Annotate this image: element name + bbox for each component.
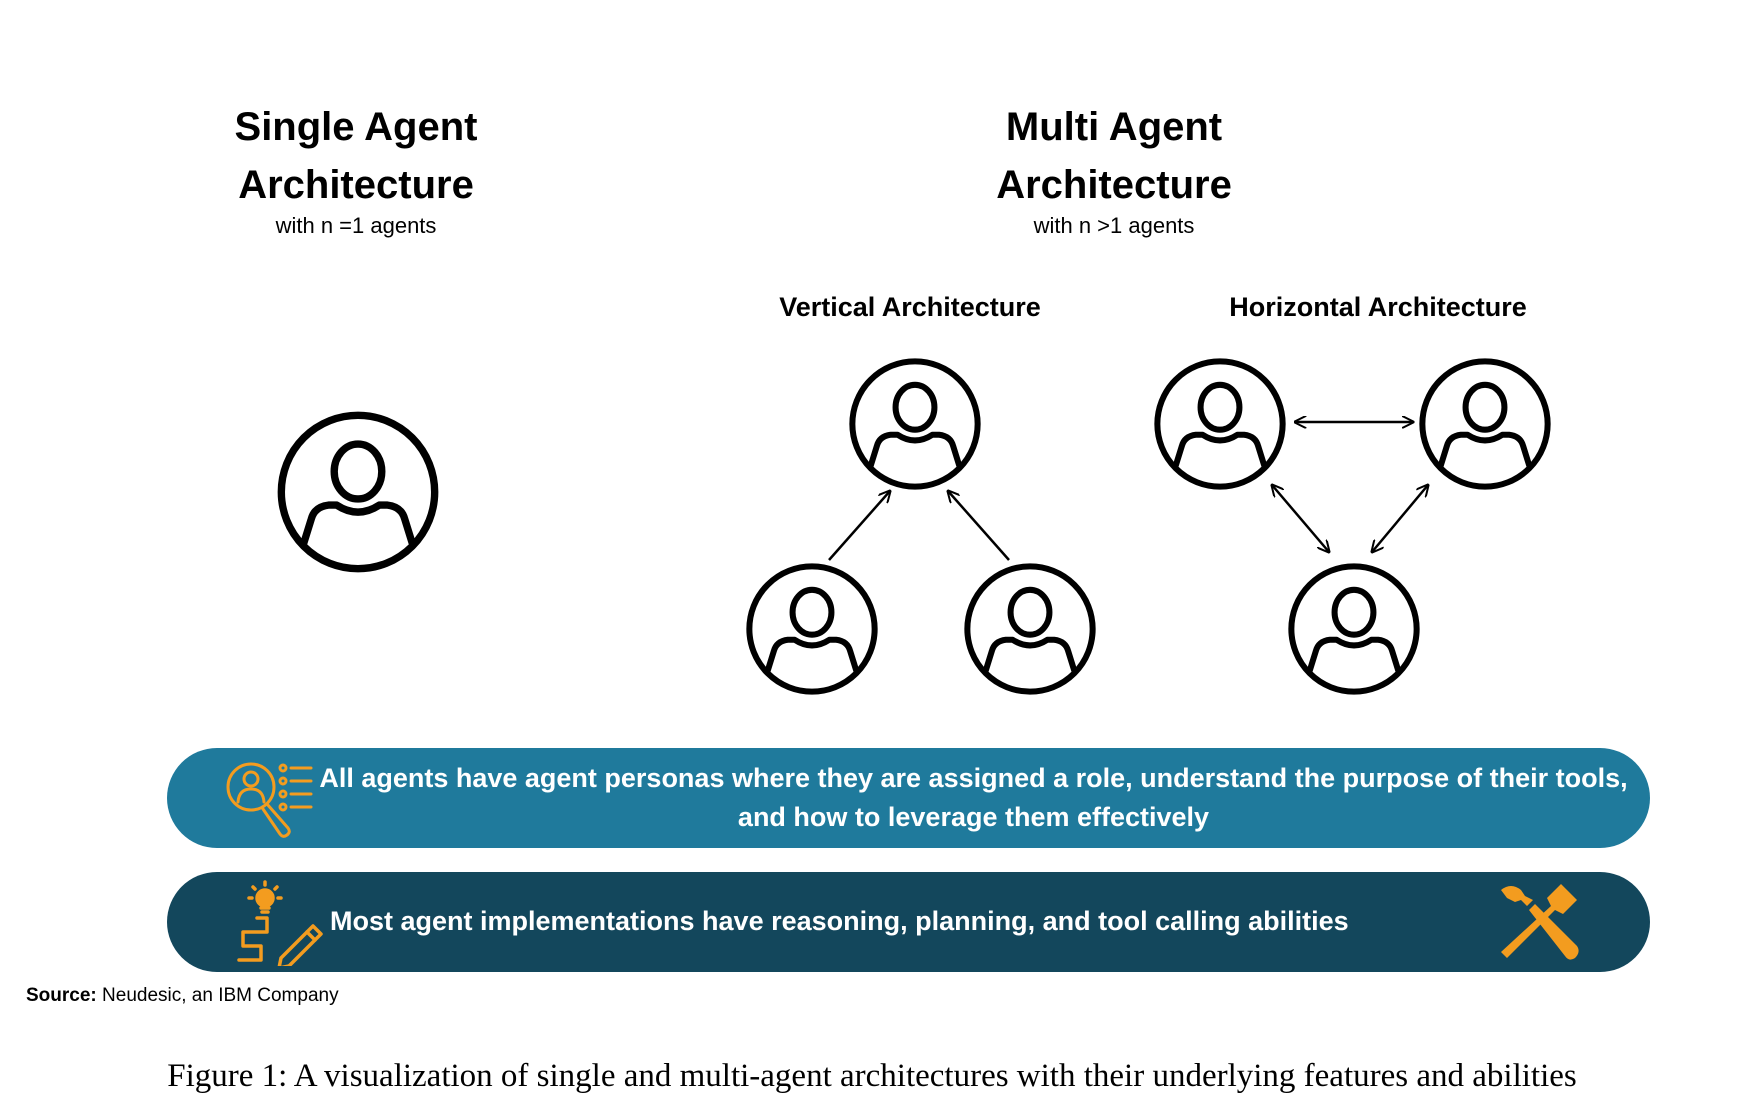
lightbulb-path-pencil-icon [237, 880, 323, 966]
source-label: Source: [26, 985, 97, 1006]
multi-agent-title-line2: Architecture [996, 163, 1232, 207]
single-agent-title-line1: Single Agent [234, 105, 478, 149]
horizontal-bottom-agent-icon [1291, 566, 1416, 691]
horizontal-right-agent-icon [1422, 361, 1547, 486]
single-agent-icon [281, 415, 434, 568]
vertical-arrow-right [948, 491, 1010, 561]
agent-personas-text: All agents have agent personas where the… [319, 763, 1628, 832]
horizontal-architecture-title: Horizontal Architecture [1229, 292, 1527, 322]
multi-agent-title-line1: Multi Agent [1005, 105, 1223, 149]
single-agent-title-line2: Architecture [238, 163, 474, 207]
horizontal-arrow-right [1372, 485, 1428, 552]
person-magnifier-list-icon [226, 762, 313, 838]
single-agent-subtitle: with n =1 agents [275, 213, 437, 238]
vertical-top-agent-icon [852, 361, 977, 486]
agent-abilities-text: Most agent implementations have reasonin… [330, 906, 1349, 936]
source-text: Neudesic, an IBM Company [102, 985, 339, 1006]
source-line: Source: Neudesic, an IBM Company [26, 984, 339, 1008]
wrench-hammer-icon [1501, 884, 1579, 960]
figure-caption: Figure 1: A visualization of single and … [167, 1058, 1577, 1094]
vertical-bottom-right-agent-icon [967, 566, 1092, 691]
vertical-architecture-title: Vertical Architecture [779, 292, 1041, 322]
agent-personas-banner: All agents have agent personas where the… [167, 748, 1650, 848]
agent-abilities-banner: Most agent implementations have reasonin… [167, 872, 1650, 972]
vertical-bottom-left-agent-icon [749, 566, 874, 691]
vertical-arrow-left [828, 491, 890, 561]
multi-agent-subtitle: with n >1 agents [1033, 213, 1195, 238]
horizontal-left-agent-icon [1157, 361, 1282, 486]
horizontal-arrow-left [1272, 485, 1329, 552]
